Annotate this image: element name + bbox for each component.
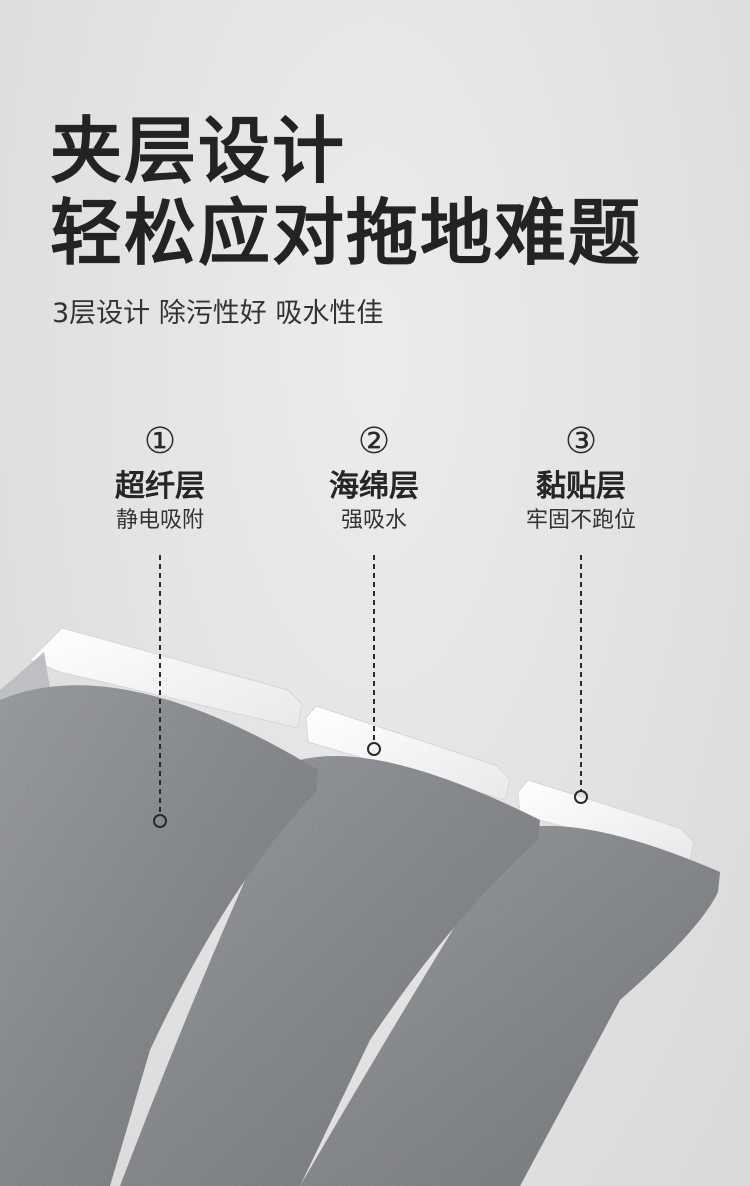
layer-callout-microfiber: ① 超纤层 静电吸附	[60, 420, 260, 536]
layer-name: 超纤层	[115, 469, 205, 504]
layer-number: ②	[357, 421, 391, 462]
headline: 夹层设计 轻松应对拖地难题	[50, 110, 642, 274]
layer-feature: 牢固不跑位	[525, 508, 636, 533]
mop-pad-illustration	[0, 555, 720, 1186]
callout-leader-2	[367, 555, 381, 756]
layer-feature: 静电吸附	[115, 508, 204, 533]
headline-line-1: 夹层设计	[50, 109, 347, 193]
layer-number: ③	[564, 421, 598, 462]
pad-layer-2	[120, 705, 540, 1186]
layer-name: 黏贴层	[536, 469, 626, 504]
callout-leader-3	[574, 555, 588, 804]
layer-number: ①	[143, 421, 177, 462]
callout-leader-1	[153, 555, 167, 828]
layer-feature: 强吸水	[340, 508, 407, 533]
layer-callout-sponge: ② 海绵层 强吸水	[274, 420, 474, 536]
layer-name: 海绵层	[329, 469, 419, 504]
layer-callout-adhesive: ③ 黏贴层 牢固不跑位	[481, 420, 681, 536]
headline-line-2: 轻松应对拖地难题	[50, 191, 643, 275]
subtitle: 3层设计 除污性好 吸水性佳	[52, 298, 384, 329]
pad-layer-1	[0, 627, 318, 1186]
